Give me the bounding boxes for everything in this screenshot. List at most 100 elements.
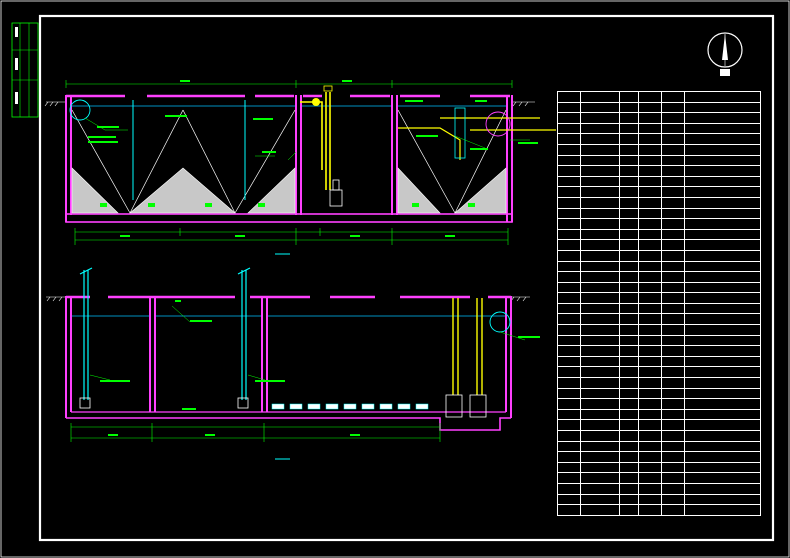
schedule-cell <box>580 101 620 114</box>
schedule-cell <box>619 313 639 326</box>
schedule-cell <box>557 334 581 347</box>
schedule-row <box>557 408 761 421</box>
schedule-cell <box>684 334 761 347</box>
schedule-cell <box>619 334 639 347</box>
schedule-cell <box>557 175 581 188</box>
schedule-row <box>557 472 761 484</box>
schedule-title <box>620 66 700 78</box>
schedule-cell <box>580 366 620 379</box>
schedule-cell <box>661 408 685 421</box>
schedule-cell <box>661 334 685 347</box>
schedule-cell <box>580 133 620 145</box>
schedule-header-row <box>557 91 761 103</box>
schedule-header-cell <box>661 91 685 103</box>
schedule-cell <box>661 186 685 198</box>
schedule-cell <box>580 461 620 474</box>
schedule-cell <box>638 228 662 241</box>
schedule-cell <box>684 292 761 304</box>
schedule-row <box>557 260 761 273</box>
schedule-row <box>557 175 761 188</box>
pump-unit <box>329 179 343 207</box>
schedule-cell <box>619 218 639 230</box>
schedule-cell <box>638 143 662 156</box>
schedule-cell <box>661 207 685 220</box>
schedule-row <box>557 493 761 506</box>
schedule-header-cell <box>619 91 639 103</box>
schedule-cell <box>638 112 662 124</box>
schedule-row <box>557 504 761 516</box>
schedule-cell <box>661 345 685 357</box>
schedule-cell <box>619 345 639 357</box>
schedule-cell <box>684 324 761 336</box>
schedule-cell <box>661 472 685 484</box>
schedule-row <box>557 281 761 294</box>
equipment-schedule-table <box>557 91 761 516</box>
schedule-cell <box>638 334 662 347</box>
schedule-cell <box>684 260 761 273</box>
schedule-cell <box>557 143 581 156</box>
schedule-cell <box>580 271 620 283</box>
schedule-cell <box>580 292 620 304</box>
schedule-cell <box>661 133 685 145</box>
schedule-cell <box>684 482 761 495</box>
schedule-cell <box>557 408 581 421</box>
schedule-cell <box>580 430 620 442</box>
schedule-row <box>557 249 761 262</box>
schedule-row <box>557 207 761 220</box>
schedule-cell <box>661 271 685 283</box>
lower-section-view <box>46 267 540 460</box>
schedule-cell <box>638 122 662 135</box>
schedule-cell <box>557 281 581 294</box>
schedule-row <box>557 366 761 379</box>
schedule-cell <box>619 260 639 273</box>
schedule-cell <box>638 165 662 177</box>
schedule-cell <box>684 122 761 135</box>
schedule-cell <box>619 122 639 135</box>
schedule-cell <box>580 440 620 453</box>
schedule-cell <box>557 398 581 410</box>
schedule-row <box>557 112 761 124</box>
schedule-cell <box>684 271 761 283</box>
schedule-cell <box>661 493 685 506</box>
schedule-cell <box>580 175 620 188</box>
schedule-cell <box>619 186 639 198</box>
schedule-cell <box>684 377 761 389</box>
schedule-cell <box>619 143 639 156</box>
schedule-row <box>557 101 761 114</box>
schedule-cell <box>684 154 761 167</box>
schedule-cell <box>638 355 662 368</box>
schedule-cell <box>580 143 620 156</box>
schedule-row <box>557 186 761 198</box>
schedule-cell <box>638 461 662 474</box>
schedule-cell <box>619 398 639 410</box>
schedule-cell <box>684 133 761 145</box>
schedule-cell <box>619 271 639 283</box>
schedule-cell <box>638 377 662 389</box>
schedule-cell <box>580 419 620 431</box>
schedule-row <box>557 313 761 326</box>
schedule-cell <box>684 398 761 410</box>
schedule-cell <box>638 271 662 283</box>
schedule-cell <box>638 239 662 251</box>
schedule-cell <box>638 440 662 453</box>
schedule-row <box>557 165 761 177</box>
schedule-cell <box>557 228 581 241</box>
schedule-cell <box>638 387 662 400</box>
schedule-cell <box>661 165 685 177</box>
schedule-cell <box>684 461 761 474</box>
schedule-header-cell <box>580 91 620 103</box>
schedule-cell <box>661 366 685 379</box>
schedule-row <box>557 334 761 347</box>
schedule-cell <box>684 504 761 516</box>
inner-frame <box>38 14 775 542</box>
schedule-row <box>557 292 761 304</box>
schedule-cell <box>661 504 685 516</box>
schedule-cell <box>638 366 662 379</box>
schedule-cell <box>638 207 662 220</box>
schedule-cell <box>661 143 685 156</box>
schedule-cell <box>661 249 685 262</box>
schedule-cell <box>619 292 639 304</box>
schedule-cell <box>580 112 620 124</box>
schedule-cell <box>638 133 662 145</box>
